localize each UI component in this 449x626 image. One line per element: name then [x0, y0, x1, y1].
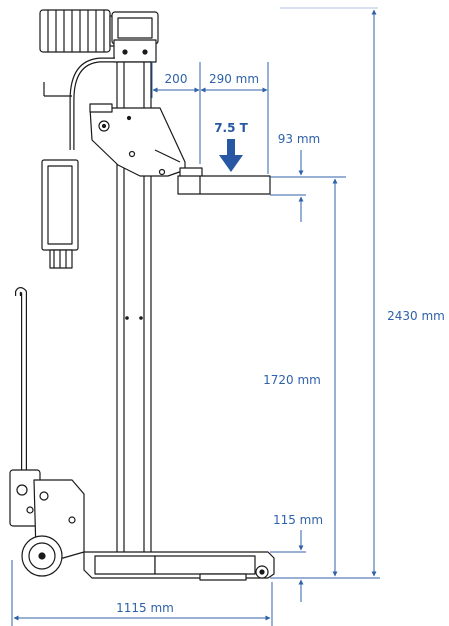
min-height-label: 115 mm: [273, 513, 323, 527]
lift-carriage: [89, 103, 186, 177]
steering-wheel-assembly: [21, 479, 85, 577]
arm-offset-label: 200: [165, 72, 188, 86]
tow-handle: [9, 287, 41, 527]
lift-machine: [9, 9, 275, 581]
arm-thickness-label: 93 mm: [278, 132, 320, 146]
arm-length-label: 290 mm: [209, 72, 259, 86]
lift-height-label: 1720 mm: [263, 373, 321, 387]
dimension-lines: [11, 7, 380, 626]
gearbox: [111, 11, 159, 63]
lift-arm: [177, 167, 271, 195]
overall-height-label: 2430 mm: [387, 309, 445, 323]
overall-depth-label: 1115 mm: [116, 601, 174, 615]
down-arrow-icon: [219, 139, 243, 172]
motor: [39, 9, 119, 53]
load-label: 7.5 T: [214, 121, 248, 135]
control-box: [41, 159, 79, 269]
base-frame: [83, 551, 275, 581]
